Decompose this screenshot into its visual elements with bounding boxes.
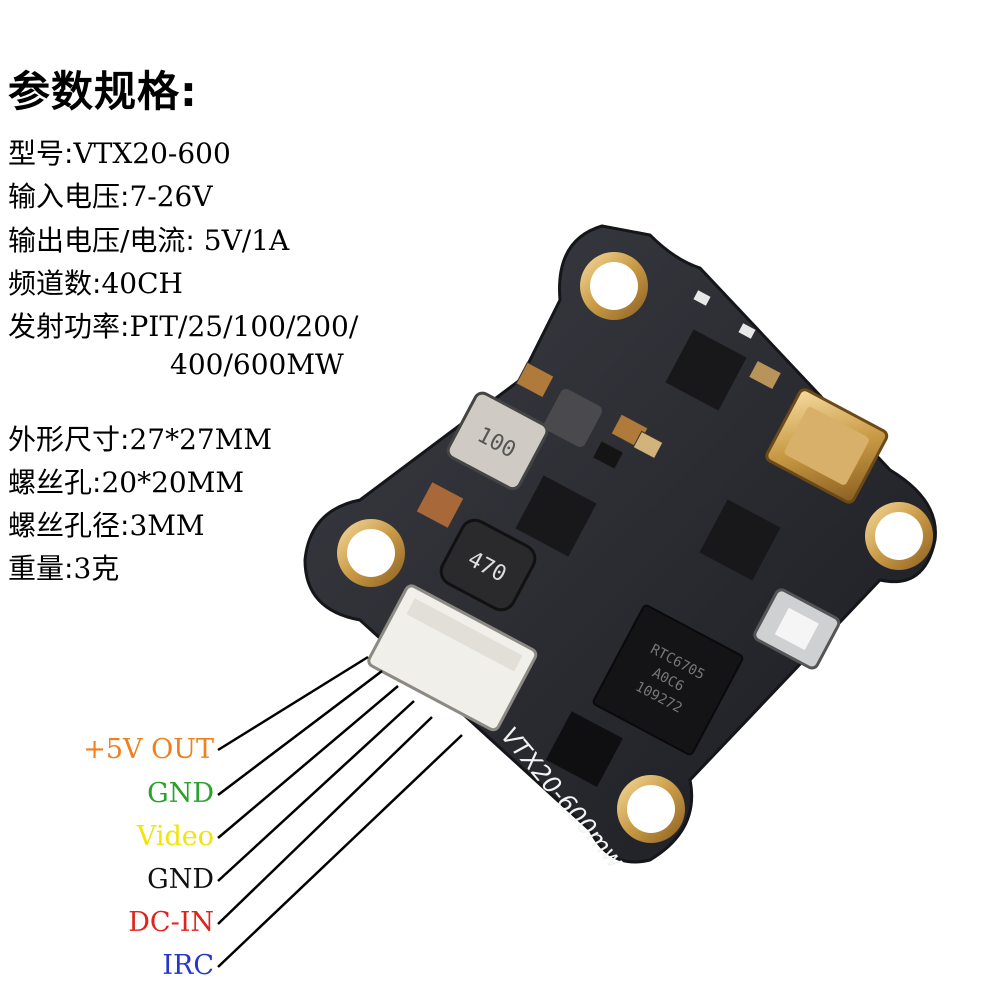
pin-label-gnd-1: GND: [147, 778, 214, 809]
spec-output: 输出电压/电流: 5V/1A: [8, 219, 289, 259]
spec-title: 参数规格:: [8, 67, 198, 116]
pin-label-video: Video: [136, 821, 214, 852]
mount-hole-r: [865, 502, 933, 570]
spec-label: 重量:: [8, 552, 74, 585]
spec-value: VTX20-600: [73, 137, 231, 170]
ic-top: [665, 329, 747, 411]
spec-label: 发射功率:: [8, 310, 130, 343]
spec-channels: 频道数:40CH: [8, 262, 183, 302]
mount-hole-tl: [580, 252, 648, 320]
pin-leader-lines: [217, 655, 463, 968]
spec-label: 输入电压:: [8, 180, 130, 213]
spec-value: 3MM: [129, 509, 205, 542]
ic-mid-left: [515, 475, 597, 557]
spec-label: 频道数:: [8, 267, 102, 300]
spec-value: 27*27MM: [129, 423, 273, 456]
spec-power-cont: 400/600MW: [170, 348, 344, 381]
spec-value: 40CH: [101, 267, 183, 300]
mount-hole-b: [617, 775, 685, 843]
inductor-bottom: 470: [439, 518, 537, 612]
spec-label: 输出电压/电流:: [8, 224, 195, 257]
jst-connector: [367, 584, 538, 732]
spec-value: 20*20MM: [101, 466, 245, 499]
spec-hole-diameter: 螺丝孔径:3MM: [8, 504, 205, 544]
capacitors: [415, 360, 781, 530]
spec-label: 螺丝孔:: [8, 466, 102, 499]
spec-dimensions: 外形尺寸:27*27MM: [8, 418, 272, 458]
spec-label: 螺丝孔径:: [8, 509, 130, 542]
spec-label: 型号:: [8, 137, 74, 170]
channel-button: [753, 588, 841, 670]
status-leds: [693, 290, 756, 339]
mount-hole-l: [337, 519, 405, 587]
spec-model: 型号:VTX20-600: [8, 132, 231, 172]
spec-value: PIT/25/100/200/: [129, 310, 359, 343]
pin-label-5v-out: +5V OUT: [83, 734, 214, 765]
spec-weight: 重量:3克: [8, 547, 119, 587]
spec-input-voltage: 输入电压:7-26V: [8, 175, 213, 215]
inductor-top: 100: [446, 391, 549, 491]
spec-value: 3克: [73, 552, 120, 585]
spec-label: 外形尺寸:: [8, 423, 130, 456]
pin-label-gnd-2: GND: [147, 864, 214, 895]
ic-mid-right: [699, 499, 781, 581]
ic-bottom: [545, 711, 623, 787]
spec-value: 7-26V: [129, 180, 213, 213]
spec-value: 5V/1A: [194, 224, 290, 257]
pin-label-irc: IRC: [162, 950, 214, 981]
spec-value: 400/600MW: [170, 348, 344, 381]
spec-power: 发射功率:PIT/25/100/200/: [8, 305, 358, 345]
antenna-connector: [765, 388, 889, 504]
rtc6705-chip: RTC6705 A0C6 109272: [592, 604, 744, 756]
pin-label-dc-in: DC-IN: [128, 907, 214, 938]
spec-mount-holes: 螺丝孔:20*20MM: [8, 461, 244, 501]
regulator: [544, 389, 602, 447]
